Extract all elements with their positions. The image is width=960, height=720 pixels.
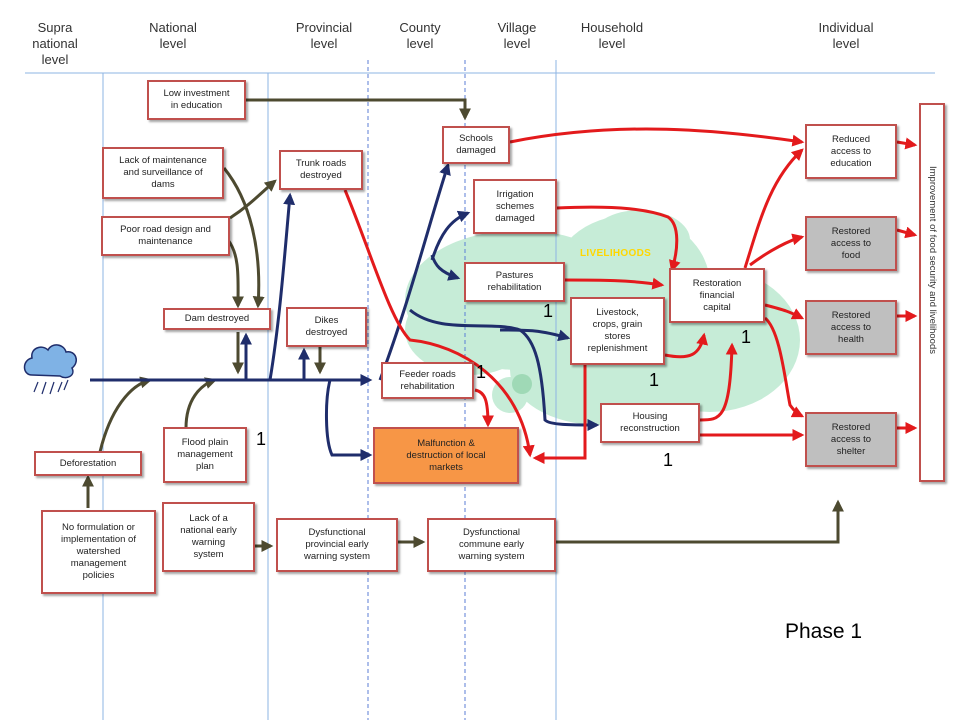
node-lack-national-early-warning: Lack of a national early warning system <box>162 502 255 572</box>
node-schools-damaged: Schools damaged <box>442 126 510 164</box>
level-header-village: Village level <box>497 20 537 51</box>
node-dysfunctional-provincial-warning: Dysfunctional provincial early warning s… <box>276 518 398 572</box>
node-dysfunctional-commune-warning: Dysfunctional commune early warning syst… <box>427 518 556 572</box>
node-feeder-roads-rehabilitation: Feeder roads rehabilitation <box>381 362 474 399</box>
node-flood-plain-management-plan: Flood plain management plan <box>163 427 247 483</box>
node-restored-access-shelter: Restored access to shelter <box>805 412 897 467</box>
red-arrows <box>343 127 918 464</box>
marker-one: 1 <box>649 370 660 390</box>
node-dam-destroyed: Dam destroyed <box>163 308 271 330</box>
node-restored-access-health: Restored access to health <box>805 300 897 355</box>
node-restored-access-food: Restored access to food <box>805 216 897 271</box>
node-pastures-rehabilitation: Pastures rehabilitation <box>464 262 565 302</box>
marker-one: 1 <box>741 327 752 347</box>
level-header-household: Household level <box>580 20 644 51</box>
node-dikes-destroyed: Dikes destroyed <box>286 307 367 347</box>
node-irrigation-schemes-damaged: Irrigation schemes damaged <box>473 179 557 234</box>
node-low-investment-education: Low investment in education <box>147 80 246 120</box>
marker-one: 1 <box>663 450 674 470</box>
outcome-box <box>919 103 945 482</box>
level-header-supra: Supra national level <box>32 20 78 67</box>
olive-arrows <box>82 98 844 552</box>
navy-arrows <box>90 162 600 461</box>
node-poor-road-design: Poor road design and maintenance <box>101 216 230 256</box>
storm-cloud-icon <box>23 344 77 395</box>
node-malfunction-local-markets: Malfunction & destruction of local marke… <box>373 427 519 484</box>
outcome-label: Improvement of food security and livelih… <box>927 166 938 354</box>
level-header-individual: Individual level <box>818 20 874 51</box>
level-header-national: National level <box>149 20 197 51</box>
node-housing-reconstruction: Housing reconstruction <box>600 403 700 443</box>
node-deforestation: Deforestation <box>34 451 142 476</box>
node-no-watershed-policies: No formulation or implementation of wate… <box>41 510 156 594</box>
marker-one: 1 <box>543 301 554 321</box>
level-header-provincial: Provincial level <box>295 20 353 51</box>
node-livestock-replenishment: Livestock, crops, grain stores replenish… <box>570 297 665 365</box>
node-restoration-financial-capital: Restoration financial capital <box>669 268 765 323</box>
level-header-county: County level <box>399 20 441 51</box>
livelihoods-label: LIVELIHOODS <box>580 248 652 259</box>
marker-one: 1 <box>256 429 267 449</box>
node-lack-maintenance-dams: Lack of maintenance and surveillance of … <box>102 147 224 199</box>
marker-one: 1 <box>476 362 487 382</box>
phase-label: Phase 1 <box>785 620 863 643</box>
node-trunk-roads-destroyed: Trunk roads destroyed <box>279 150 363 190</box>
node-reduced-access-education: Reduced access to education <box>805 124 897 179</box>
